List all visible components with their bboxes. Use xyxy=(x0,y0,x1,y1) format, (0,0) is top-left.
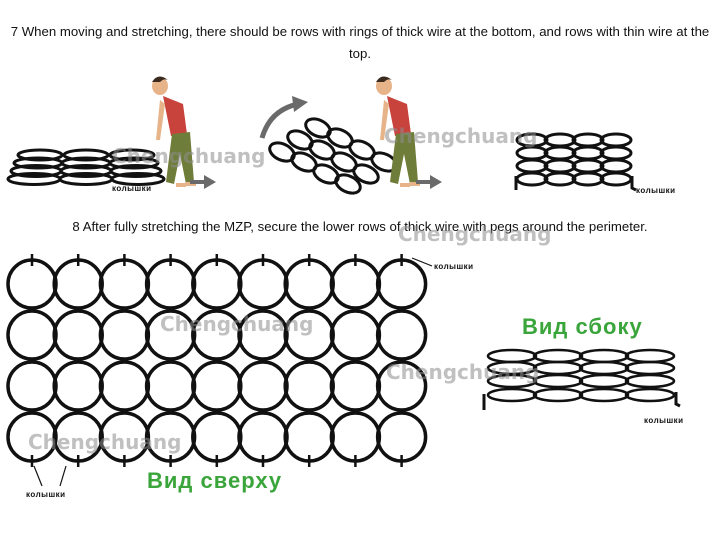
pegs-label-side-view: колышки xyxy=(644,416,684,425)
arrow-right-2 xyxy=(416,175,442,189)
ring xyxy=(375,411,428,463)
ring xyxy=(375,309,428,361)
ring xyxy=(191,411,243,463)
curved-arrow-up xyxy=(259,96,308,139)
tilted-ring-stack xyxy=(268,117,398,195)
pegs-label-panel1: колышки xyxy=(112,184,152,193)
ring xyxy=(237,258,289,310)
stretched-ring-stack xyxy=(515,132,633,187)
arrow-right-1 xyxy=(190,175,216,189)
flat-ring-stack xyxy=(6,148,166,186)
top-view-peg-pointers xyxy=(33,257,433,487)
pegs-label-panel3: колышки xyxy=(636,186,676,195)
ring xyxy=(52,360,104,412)
ring xyxy=(375,360,428,412)
side-view-caption: Вид сбоку xyxy=(522,314,643,339)
ring xyxy=(52,309,104,361)
watermark: Chengchuang xyxy=(398,222,552,246)
top-view-caption: Вид сверху xyxy=(147,468,283,493)
ring xyxy=(237,411,289,463)
ring xyxy=(52,258,104,310)
watermark: Chengchuang xyxy=(112,144,266,168)
ring xyxy=(144,309,197,361)
watermark: Chengchuang xyxy=(384,124,538,148)
ring xyxy=(283,258,335,310)
pegs-label-top-view-bottom: колышки xyxy=(26,490,66,499)
ring xyxy=(98,258,151,310)
ring xyxy=(329,309,382,361)
ring xyxy=(144,258,197,310)
peg-marks-side-view xyxy=(482,392,681,410)
watermark: Chengchuang xyxy=(160,312,314,336)
pegs-label-top-right: колышки xyxy=(434,262,474,271)
ring xyxy=(144,360,197,412)
side-view-ring-stack xyxy=(486,348,676,403)
ring xyxy=(237,309,289,361)
watermark: Chengchuang xyxy=(386,360,540,384)
ring xyxy=(191,360,243,412)
ring xyxy=(329,258,382,310)
ring xyxy=(375,258,428,310)
person-lifting-1 xyxy=(152,76,196,187)
ring xyxy=(283,360,335,412)
ring xyxy=(98,309,151,361)
ring xyxy=(329,411,382,463)
ring xyxy=(6,309,58,361)
ring xyxy=(329,360,382,412)
step-8-instruction: 8 After fully stretching the MZP, secure… xyxy=(72,219,648,234)
ring xyxy=(283,411,335,463)
ring xyxy=(191,258,243,310)
person-lifting-2 xyxy=(376,76,420,187)
step-7-instruction: 7 When moving and stretching, there shou… xyxy=(10,24,710,61)
ring xyxy=(191,309,243,361)
ring xyxy=(6,360,58,412)
top-view-ring-grid xyxy=(6,254,428,467)
ring xyxy=(237,360,289,412)
watermark: Chengchuang xyxy=(28,430,182,454)
ring xyxy=(98,360,151,412)
peg-marks-panel3 xyxy=(514,176,637,192)
ring xyxy=(6,258,58,310)
ring xyxy=(283,309,335,361)
